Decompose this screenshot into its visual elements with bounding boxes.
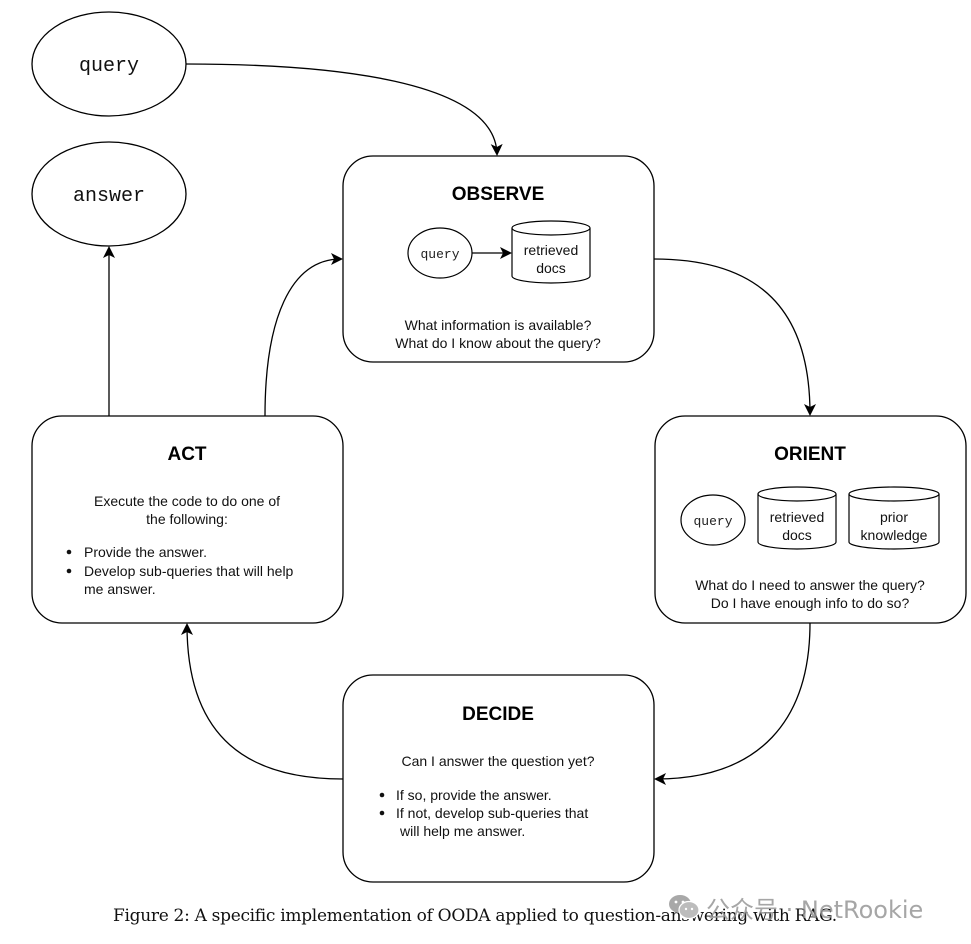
decide-box: DECIDE Can I answer the question yet? If… — [342, 674, 655, 883]
orient-prior-line1: prior — [880, 509, 908, 525]
figure-caption: Figure 2: A specific implementation of O… — [113, 906, 837, 926]
orient-question-1: What do I need to answer the query? — [695, 577, 925, 593]
act-intro-line1: Execute the code to do one of — [94, 493, 280, 509]
act-box: ACT Execute the code to do one of the fo… — [31, 415, 344, 624]
observe-question-1: What information is available? — [405, 317, 592, 333]
act-bullet-dot-2 — [66, 568, 72, 574]
orient-prior-knowledge-cylinder: prior knowledge — [848, 486, 940, 550]
observe-docs-line1: retrieved — [524, 242, 578, 258]
arrow-query-to-observe — [185, 63, 503, 156]
orient-title: ORIENT — [774, 444, 846, 465]
observe-question-2: What do I know about the query? — [395, 335, 601, 351]
orient-query-ellipse — [680, 494, 746, 546]
act-box-border — [31, 415, 344, 624]
arrow-orient-to-decide — [654, 622, 811, 785]
observe-title: OBSERVE — [452, 184, 545, 205]
orient-box: ORIENT query retrieved docs prior knowle… — [654, 415, 967, 624]
decide-question: Can I answer the question yet? — [401, 753, 594, 769]
decide-title: DECIDE — [462, 704, 534, 725]
act-title: ACT — [167, 444, 206, 465]
observe-docs-cylinder: retrieved docs — [511, 220, 591, 284]
orient-query-label: query — [693, 514, 732, 529]
query-label: query — [79, 55, 139, 78]
act-bullet-2-line2: me answer. — [84, 581, 156, 597]
observe-box: OBSERVE query retrieved docs What inform… — [342, 155, 655, 363]
query-input-node: query — [31, 11, 187, 117]
orient-docs-cylinder: retrieved docs — [757, 486, 837, 550]
decide-bullet-dot-1 — [379, 792, 385, 798]
orient-prior-line2: knowledge — [861, 527, 928, 543]
arrow-decide-to-act — [181, 623, 344, 780]
act-intro-line2: the following: — [146, 511, 228, 527]
orient-question-2: Do I have enough info to do so? — [711, 595, 910, 611]
decide-bullet-2-line1: If not, develop sub-queries that — [396, 805, 588, 821]
arrow-observe-to-orient — [653, 258, 816, 416]
act-bullet-1: Provide the answer. — [84, 544, 207, 560]
act-bullet-2-line1: Develop sub-queries that will help — [84, 563, 294, 579]
orient-docs-line2: docs — [782, 527, 812, 543]
answer-label: answer — [73, 185, 145, 208]
decide-bullet-dot-2 — [379, 810, 385, 816]
decide-bullet-1: If so, provide the answer. — [396, 787, 552, 803]
act-bullet-dot-1 — [66, 549, 72, 555]
observe-docs-line2: docs — [536, 260, 566, 276]
orient-docs-line1: retrieved — [770, 509, 824, 525]
decide-bullet-2-line2: will help me answer. — [399, 823, 525, 839]
answer-output-node: answer — [31, 141, 187, 247]
observe-query-label: query — [420, 247, 459, 262]
arrow-act-to-observe — [264, 253, 343, 417]
